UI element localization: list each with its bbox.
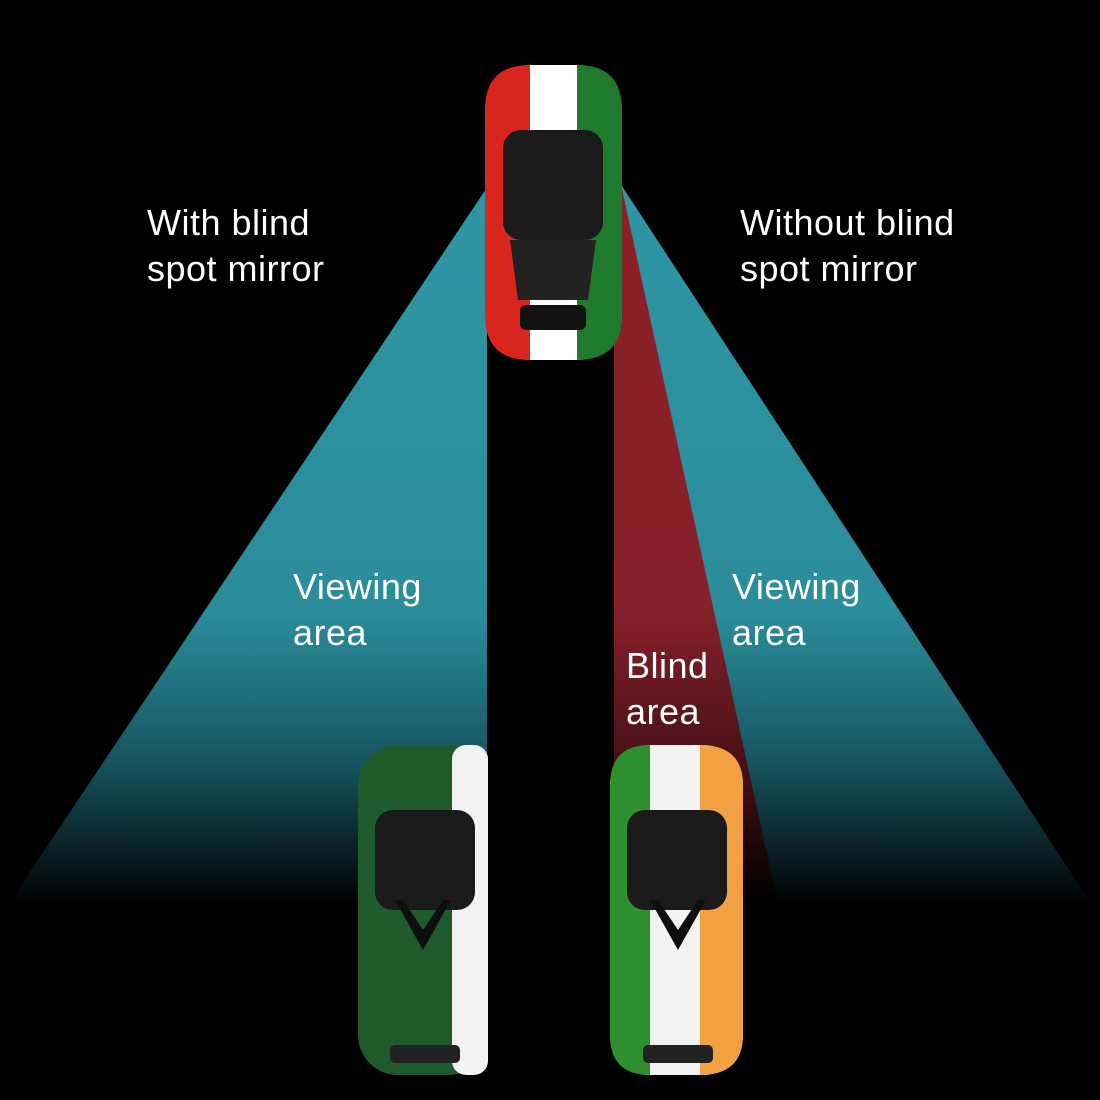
without-mirror-line1: Without blind xyxy=(740,202,955,243)
left-viewing-area xyxy=(8,180,492,905)
right-viewing-area xyxy=(618,180,1092,905)
viewing-area-left-label: Viewing area xyxy=(293,564,422,656)
blind-area xyxy=(614,180,778,905)
viewing-right-line1: Viewing xyxy=(732,566,861,607)
with-mirror-line2: spot mirror xyxy=(147,248,325,289)
without-mirror-label: Without blind spot mirror xyxy=(740,200,955,292)
blind-line2: area xyxy=(626,691,701,732)
top-car-icon xyxy=(485,65,622,360)
viewing-left-line2: area xyxy=(293,612,368,653)
blind-area-label: Blind area xyxy=(626,643,709,735)
with-mirror-label: With blind spot mirror xyxy=(147,200,325,292)
viewing-right-line2: area xyxy=(732,612,807,653)
without-mirror-line2: spot mirror xyxy=(740,248,918,289)
left-car-icon xyxy=(358,745,488,1075)
viewing-left-line1: Viewing xyxy=(293,566,422,607)
with-mirror-line1: With blind xyxy=(147,202,311,243)
viewing-area-right-label: Viewing area xyxy=(732,564,861,656)
blind-line1: Blind xyxy=(626,645,709,686)
right-car-icon xyxy=(610,745,743,1075)
